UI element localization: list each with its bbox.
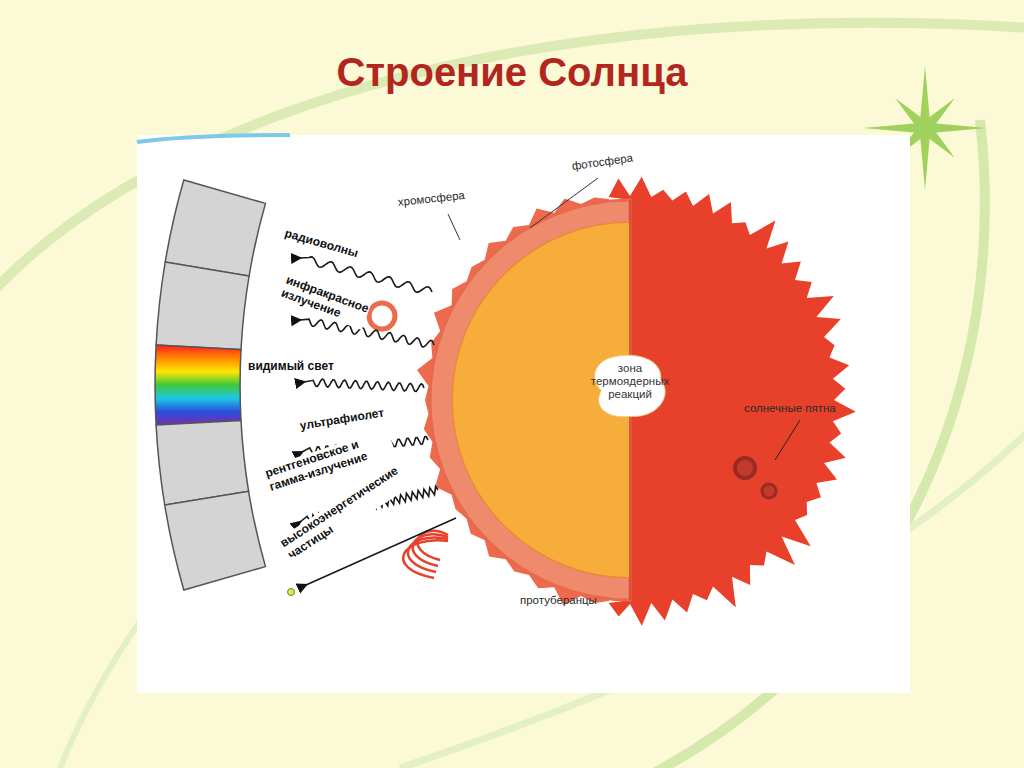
part-label: протуберанцы (520, 594, 597, 607)
core-zone: зона термоядерных реакций (582, 352, 678, 422)
prominence-ring (369, 303, 395, 329)
detector-segment (165, 180, 265, 276)
detector-segment (156, 262, 249, 350)
sunspot (762, 484, 776, 498)
infrared-wave (300, 319, 434, 347)
core-label: зона термоядерных реакций (582, 362, 678, 402)
leader-line (530, 178, 598, 228)
white-panel (137, 135, 910, 693)
particle-dot (288, 589, 295, 596)
decor-arc (137, 135, 290, 142)
detector-segment (165, 491, 266, 590)
wave-label: видимый свет (246, 360, 336, 374)
sunspot (735, 458, 755, 478)
leader-line (448, 214, 460, 240)
visible-wave (304, 379, 424, 391)
title: Строение Солнца (0, 50, 1024, 95)
prominence (408, 537, 448, 572)
visible-spectrum-band (155, 345, 241, 425)
detector-segment (156, 420, 249, 505)
leader-line (775, 420, 800, 460)
prominence (403, 540, 448, 578)
part-label: солнечные пятна (744, 402, 836, 415)
